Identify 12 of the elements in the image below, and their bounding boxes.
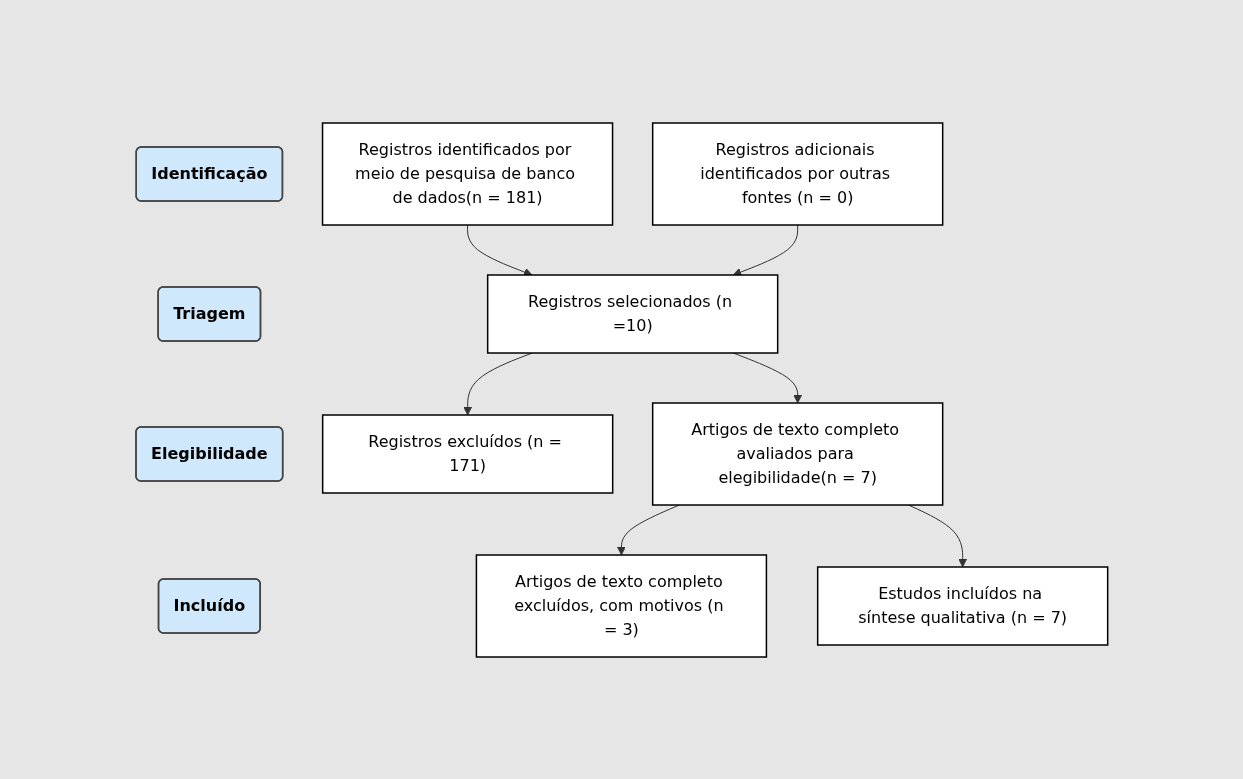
node-box: Estudos incluídos na síntese qualitativa (n = 7) [816,565,1109,646]
node-box: Registros excluídos (n = 171) [321,413,614,494]
node-box: Artigos de texto completo avaliados para elegibilidade(n = 7) [651,401,944,506]
arrow [462,352,533,415]
node-box: Artigos de texto completo excluídos, com motivos (n = 3) [475,553,767,658]
node-box: Registros identificados por meio de pesquisa de banco de dados(n = 181) [321,121,613,226]
arrow [616,504,680,555]
arrow [466,224,533,276]
arrow [907,504,967,567]
arrow [732,224,798,276]
node-box: Registros selecionados (n =10) [486,273,779,354]
node-box: Registros adicionais identificados por outras fontes (n = 0) [651,121,944,226]
